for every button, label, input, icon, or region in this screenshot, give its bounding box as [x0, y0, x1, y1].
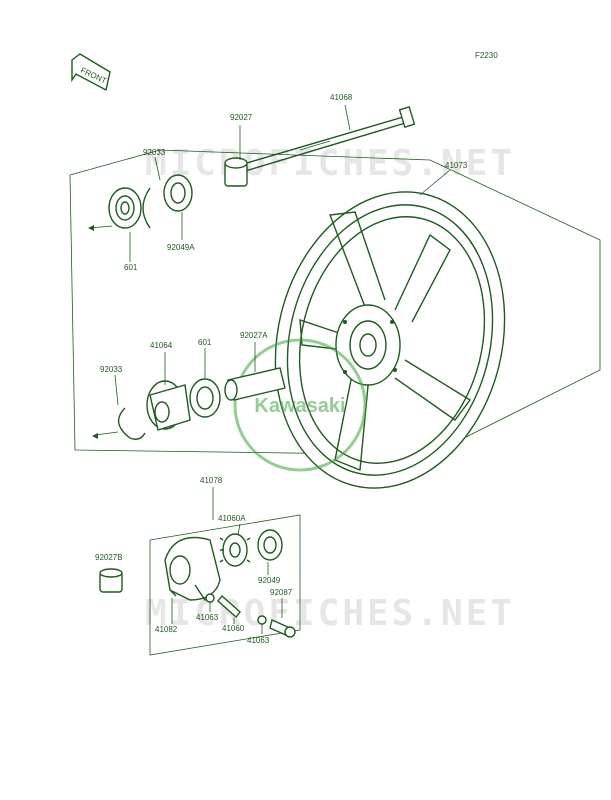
gear-housing-41064	[146, 380, 191, 431]
worm-gear-41060	[217, 594, 241, 619]
washer-41063-b	[257, 615, 267, 625]
gear-41060A	[219, 533, 251, 567]
bearing-601-right	[189, 378, 221, 418]
seal-92049	[257, 529, 283, 561]
kawasaki-logo: Kawasaki	[233, 338, 367, 472]
label-41073: 41073	[445, 161, 468, 170]
logo-text: Kawasaki	[254, 395, 345, 417]
label-41064: 41064	[150, 341, 173, 350]
label-41063a: 41063	[196, 613, 219, 622]
label-41078: 41078	[200, 476, 223, 485]
label-92027A: 92027A	[240, 331, 268, 340]
circlip-92033-lower	[117, 407, 146, 440]
leader-41068	[344, 104, 351, 131]
label-41060A: 41060A	[218, 514, 246, 523]
collar-92027B	[99, 568, 123, 593]
figure-code: F2230	[475, 51, 498, 60]
leader-92033a	[154, 156, 161, 181]
hub-group-frame	[69, 149, 601, 456]
spacer-92027A	[224, 367, 286, 401]
collar-92027	[224, 157, 248, 187]
label-41068: 41068	[330, 93, 353, 102]
label-41082: 41082	[155, 625, 178, 634]
speedometer-gear-housing	[164, 536, 221, 601]
label-92027B: 92027B	[95, 553, 123, 562]
pin-41082	[169, 589, 177, 597]
arrow-left-lower	[94, 431, 119, 436]
bearing-601-left	[108, 187, 142, 229]
label-92033a: 92033	[143, 148, 166, 157]
label-92087: 92087	[270, 588, 293, 597]
axle-41068	[239, 106, 416, 173]
speedo-group-frame	[149, 514, 301, 656]
label-92049: 92049	[258, 576, 281, 585]
label-41063b: 41063	[247, 636, 270, 645]
label-41060: 41060	[222, 624, 245, 633]
label-601a: 601	[124, 263, 138, 272]
circlip-92033-upper	[142, 187, 151, 229]
leader-92033b	[114, 374, 119, 406]
leader-41060A	[237, 523, 241, 536]
seal-92049A	[163, 174, 193, 212]
leader-41073	[419, 169, 451, 196]
label-601b: 601	[198, 338, 212, 347]
arrow-left-upper-head	[88, 225, 94, 231]
label-92049A: 92049A	[167, 243, 195, 252]
arrow-left-lower-head	[92, 433, 98, 439]
label-92033b: 92033	[100, 365, 123, 374]
watermark-top: MICROFICHES.NET	[145, 143, 515, 184]
bushing-92087	[269, 619, 296, 638]
wheel-41073	[274, 191, 506, 489]
label-92027: 92027	[230, 113, 253, 122]
front-arrow-icon: FRONT	[71, 53, 111, 92]
washer-41063-a	[205, 593, 215, 603]
